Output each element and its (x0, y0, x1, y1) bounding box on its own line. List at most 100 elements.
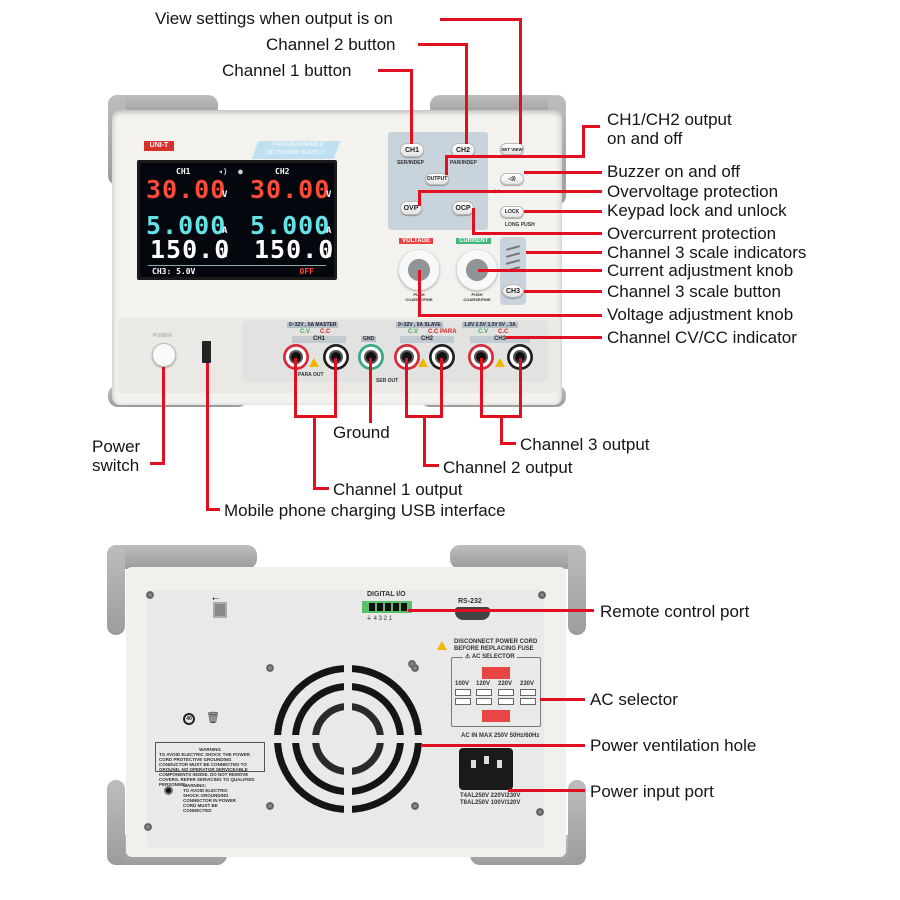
callout-power-line2: switch (92, 456, 140, 475)
ch1-voltage: 30.00 (146, 175, 227, 204)
callout-channel1-output: Channel 1 output (333, 480, 463, 499)
callout-usb: Mobile phone charging USB interface (224, 501, 506, 520)
ocp-button[interactable]: OCP (452, 201, 474, 215)
ac-in-rating: AC IN MAX 250V 50Hz/60Hz (461, 733, 540, 739)
digital-io-port[interactable] (362, 601, 412, 613)
callout-power-switch: Power switch (92, 437, 140, 475)
current-label: CURRENT (456, 238, 492, 244)
ac-config-cell (498, 689, 514, 696)
leader-line (418, 190, 421, 206)
gnd-label: GND (361, 336, 377, 342)
usb-b-port[interactable] (213, 602, 227, 618)
leader-line (472, 232, 602, 235)
ch1-button[interactable]: CH1 (400, 143, 424, 157)
fuse-rating-line1: T4AL250V 220V/230V (460, 793, 521, 799)
lock-button[interactable]: LOCK (500, 206, 524, 218)
brand-logo: UNI-T (144, 141, 174, 151)
ch1-bar: CH1 (292, 336, 346, 343)
leader-line (418, 314, 602, 317)
buzzer-button[interactable]: ◁)) (500, 173, 524, 185)
screw-icon (146, 591, 154, 599)
warning-icon (418, 358, 428, 367)
callout-remote-control: Remote control port (600, 602, 750, 621)
leader-line (506, 336, 602, 339)
callout-ch3-indicators: Channel 3 scale indicators (607, 243, 807, 262)
leader-line (294, 358, 297, 418)
inlet-pin (484, 756, 489, 764)
leader-line (418, 190, 602, 193)
inlet-pin (471, 760, 476, 768)
ch1-power-unit: W (222, 250, 228, 260)
fuse-notice-line2: BEFORE REPLACING FUSE (454, 646, 534, 652)
back-bumper-top-left (107, 545, 257, 569)
ovp-button[interactable]: OVP (400, 201, 422, 215)
leader-line (422, 744, 585, 747)
warning-icon (309, 358, 319, 367)
usb-charging-port[interactable] (202, 341, 211, 363)
lock-sub-label: LONG PUSH (505, 222, 535, 228)
leader-line (313, 415, 316, 490)
leader-line (524, 210, 602, 213)
ch3-scale-button[interactable]: CH3 (502, 284, 524, 298)
ch1-terminal-label: CH1 (312, 336, 325, 342)
voltage-label: VOLTAGE (399, 238, 434, 244)
power-switch[interactable] (152, 343, 176, 367)
callout-output-onoff: CH1/CH2 output on and off (607, 110, 732, 148)
ac-selector-switch-top[interactable] (482, 667, 510, 679)
speaker-icon: ◂) (218, 167, 228, 176)
callout-channel2-button: Channel 2 button (266, 35, 396, 54)
set-view-button[interactable]: SET VIEW (500, 143, 524, 155)
leader-line (582, 125, 600, 128)
warning-text: TO AVOID ELECTRIC SHOCK THE POWER CORD P… (159, 752, 255, 787)
ch3-cv-indicator: C.V (478, 329, 489, 335)
ch3-scale-indicator (505, 252, 521, 258)
leader-line (410, 69, 413, 144)
callout-ch3-button: Channel 3 scale button (607, 282, 781, 301)
display-divider (148, 265, 326, 266)
screw-icon (144, 823, 152, 831)
ch2-bar: CH2 (400, 336, 454, 343)
leader-line (445, 155, 585, 158)
ch2-power-unit: W (326, 250, 332, 260)
back-bumper-left (107, 545, 125, 635)
callout-current-knob: Current adjustment knob (607, 261, 794, 280)
ch3-scale-indicator (505, 259, 521, 265)
ch2-spec: 0~32V , 5A SLAVE (396, 322, 443, 328)
leader-line (465, 43, 468, 144)
ac-selector-title-text: AC SELECTOR (471, 654, 515, 660)
dio-pin (369, 603, 375, 611)
ac-selector-switch-bottom[interactable] (482, 710, 510, 722)
screw-icon (266, 664, 274, 672)
iec-power-inlet[interactable] (459, 748, 513, 790)
callout-channel2-output: Channel 2 output (443, 458, 573, 477)
callout-cv-cc: Channel CV/CC indicator (607, 328, 797, 347)
dio-pin (401, 603, 407, 611)
fuse-notice-line1: DISCONNECT POWER CORD (454, 639, 538, 645)
ground-terminal[interactable] (164, 786, 173, 795)
ch3-spec: 1.8V 2.5V 3.3V 5V , 3A (462, 322, 518, 328)
fuse-notice: DISCONNECT POWER CORD BEFORE REPLACING F… (454, 639, 537, 653)
ch2-voltage-unit: V (326, 190, 332, 200)
ch3-cc-indicator: C.C (498, 329, 509, 335)
callout-buzzer: Buzzer on and off (607, 162, 740, 181)
warning-icon (437, 641, 447, 650)
leader-line (526, 251, 602, 254)
ser-out-label: SER OUT (376, 378, 399, 384)
ac-config-cell (476, 689, 492, 696)
fuse-rating: T4AL250V 220V/230V T8AL250V 100V/120V (460, 793, 520, 807)
warning-icon (495, 358, 505, 367)
warning-title: WARNING (199, 747, 221, 752)
ch2-sub-label: PAR/INDEP (450, 160, 477, 166)
ch1-spec: 0~32V , 5A MASTER (287, 322, 339, 328)
screw-icon (408, 660, 416, 668)
ac-voltage-100: 100V (455, 681, 470, 687)
ch3-status: CH3: 5.0V (152, 267, 196, 276)
ch1-current-unit: A (222, 226, 228, 236)
back-bumper-right (568, 545, 586, 635)
ac-voltage-120: 120V (476, 681, 491, 687)
power-label: POWER (153, 333, 172, 339)
back-bumper-bottom-right-side (568, 780, 586, 865)
output-state: OFF (299, 267, 314, 276)
output-button[interactable]: OUTPUT (425, 173, 449, 185)
leader-line (162, 367, 165, 465)
